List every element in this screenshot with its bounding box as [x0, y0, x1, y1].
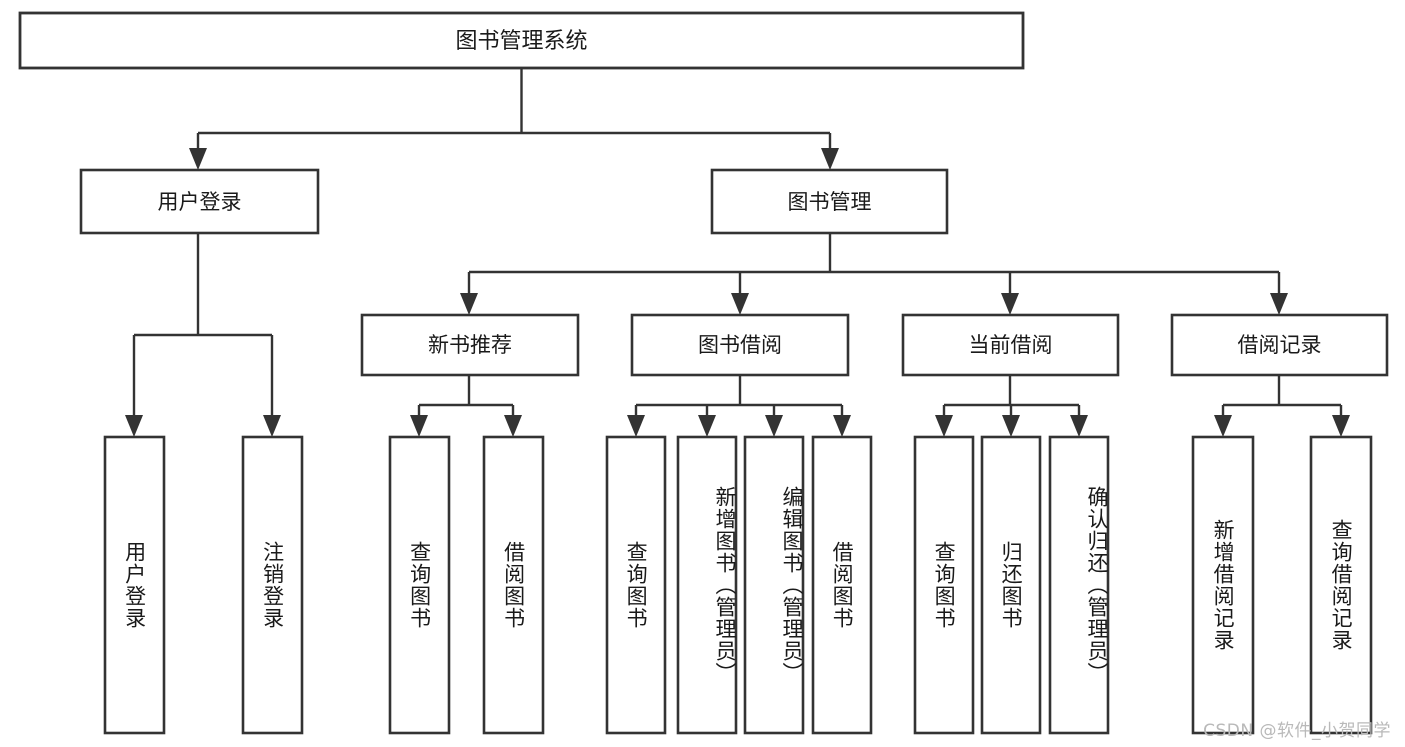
arrow-to-leaf-return-book: [1002, 415, 1020, 437]
node-user-login[interactable]: 用户登录: [79, 168, 320, 235]
arrow-root-to-user-login: [189, 148, 207, 170]
node-user-login-label: 用户登录: [158, 190, 242, 214]
arrow-to-new-book-rec: [460, 293, 478, 315]
node-current-borrow[interactable]: 当前借阅: [901, 313, 1120, 377]
arrow-to-book-borrow: [731, 293, 749, 315]
csdn-watermark: CSDN @软件_小贺同学: [1203, 721, 1391, 741]
node-new-book-rec-label: 新书推荐: [428, 333, 512, 357]
node-leaf-add-book-box[interactable]: [676, 435, 738, 735]
arrow-to-current-borrow: [1001, 293, 1019, 315]
node-user-login-box[interactable]: [79, 168, 320, 235]
arrow-root-to-book-manage: [821, 148, 839, 170]
node-leaf-logout-login-box[interactable]: [241, 435, 304, 735]
arrow-to-leaf-query-record: [1332, 415, 1350, 437]
node-current-borrow-label: 当前借阅: [969, 333, 1053, 357]
arrow-to-leaf-borrow-book-2: [833, 415, 851, 437]
node-leaf-query-record-box[interactable]: [1309, 435, 1373, 735]
node-root-box[interactable]: [18, 11, 1025, 70]
node-leaf-borrow-book-2-box[interactable]: [811, 435, 873, 735]
node-book-manage-label: 图书管理: [788, 190, 872, 214]
node-book-borrow-label: 图书借阅: [698, 333, 782, 357]
arrow-to-borrow-record: [1270, 293, 1288, 315]
leaf-boxes: [103, 435, 1373, 735]
node-book-borrow[interactable]: 图书借阅: [630, 313, 850, 377]
node-leaf-confirm-return-box[interactable]: [1048, 435, 1110, 735]
arrow-to-leaf-query-book-1: [410, 415, 428, 437]
node-leaf-return-book-box[interactable]: [980, 435, 1042, 735]
arrow-to-leaf-add-book: [698, 415, 716, 437]
connector-layer: [125, 68, 1350, 437]
node-leaf-add-record-box[interactable]: [1191, 435, 1255, 735]
arrow-to-leaf-confirm-return: [1070, 415, 1088, 437]
node-new-book-rec-box[interactable]: [360, 313, 580, 377]
node-borrow-record[interactable]: 借阅记录: [1170, 313, 1389, 377]
arrow-to-leaf-logout-login: [263, 415, 281, 437]
node-borrow-record-label: 借阅记录: [1238, 333, 1322, 357]
node-leaf-query-book-2-box[interactable]: [605, 435, 667, 735]
node-leaf-query-book-3-box[interactable]: [913, 435, 975, 735]
node-book-manage[interactable]: 图书管理: [710, 168, 949, 235]
node-book-borrow-box[interactable]: [630, 313, 850, 377]
node-root-label: 图书管理系统: [455, 29, 587, 54]
node-borrow-record-box[interactable]: [1170, 313, 1389, 377]
node-leaf-edit-book-box[interactable]: [743, 435, 805, 735]
arrow-to-leaf-user-login: [125, 415, 143, 437]
node-root[interactable]: 图书管理系统: [18, 11, 1025, 70]
node-current-borrow-box[interactable]: [901, 313, 1120, 377]
arrow-to-leaf-query-book-2: [627, 415, 645, 437]
arrow-to-leaf-add-record: [1214, 415, 1232, 437]
arrow-to-leaf-borrow-book-1: [504, 415, 522, 437]
node-book-manage-box[interactable]: [710, 168, 949, 235]
arrow-to-leaf-query-book-3: [935, 415, 953, 437]
node-leaf-borrow-book-1-box[interactable]: [482, 435, 545, 735]
arrow-to-leaf-edit-book: [765, 415, 783, 437]
node-new-book-rec[interactable]: 新书推荐: [360, 313, 580, 377]
node-leaf-query-book-1-box[interactable]: [388, 435, 451, 735]
node-leaf-user-login-box[interactable]: [103, 435, 166, 735]
